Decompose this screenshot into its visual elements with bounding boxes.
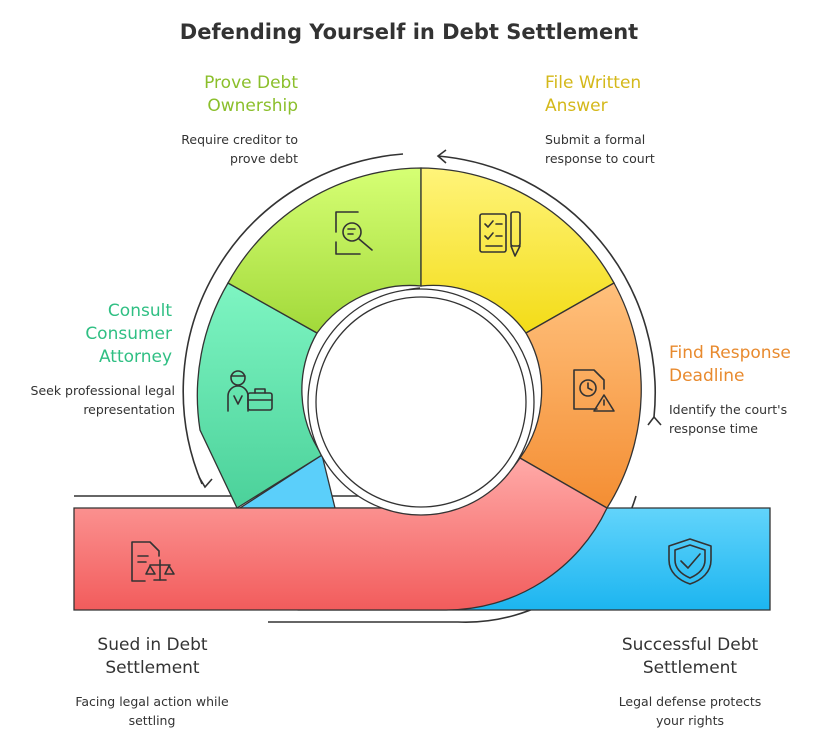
ring-inner-outline <box>315 296 527 508</box>
step-title-consult: Consult Consumer Attorney <box>85 301 172 367</box>
step-title-sued: Sued in Debt Settlement <box>97 635 208 678</box>
arrow-head-top <box>436 149 447 164</box>
step-desc-prove: Require creditor to prove debt <box>181 132 298 166</box>
ring-segment-deadline <box>519 282 642 509</box>
attorney-briefcase-icon <box>227 370 273 412</box>
ring-segment-prove <box>227 167 422 334</box>
top-arc <box>437 155 657 418</box>
ring-inner-hole <box>307 288 535 516</box>
document-search-icon <box>335 211 373 255</box>
step-desc-deadline: Identify the court's response time <box>669 402 788 436</box>
step-desc-consult: Seek professional legal representation <box>30 383 175 417</box>
step-title-answer: File Written Answer <box>545 73 642 116</box>
step-desc-answer: Submit a formal response to court <box>545 132 655 166</box>
diagram-title: Defending Yourself in Debt Settlement <box>179 20 639 44</box>
document-scales-icon <box>131 541 175 582</box>
outer-arc <box>182 153 404 485</box>
checklist-pen-icon <box>479 211 521 257</box>
step-title-prove: Prove Debt Ownership <box>204 73 298 116</box>
clock-warning-icon <box>573 369 615 412</box>
step-title-success: Successful Debt Settlement <box>621 635 759 678</box>
arrow-head-left <box>198 476 213 489</box>
arrow-head-right <box>647 415 662 426</box>
step-desc-success: Legal defense protects your rights <box>618 694 762 728</box>
step-title-deadline: Find Response Deadline <box>669 343 791 386</box>
shield-check-icon <box>668 538 712 585</box>
step-desc-sued: Facing legal action while settling <box>75 694 229 728</box>
